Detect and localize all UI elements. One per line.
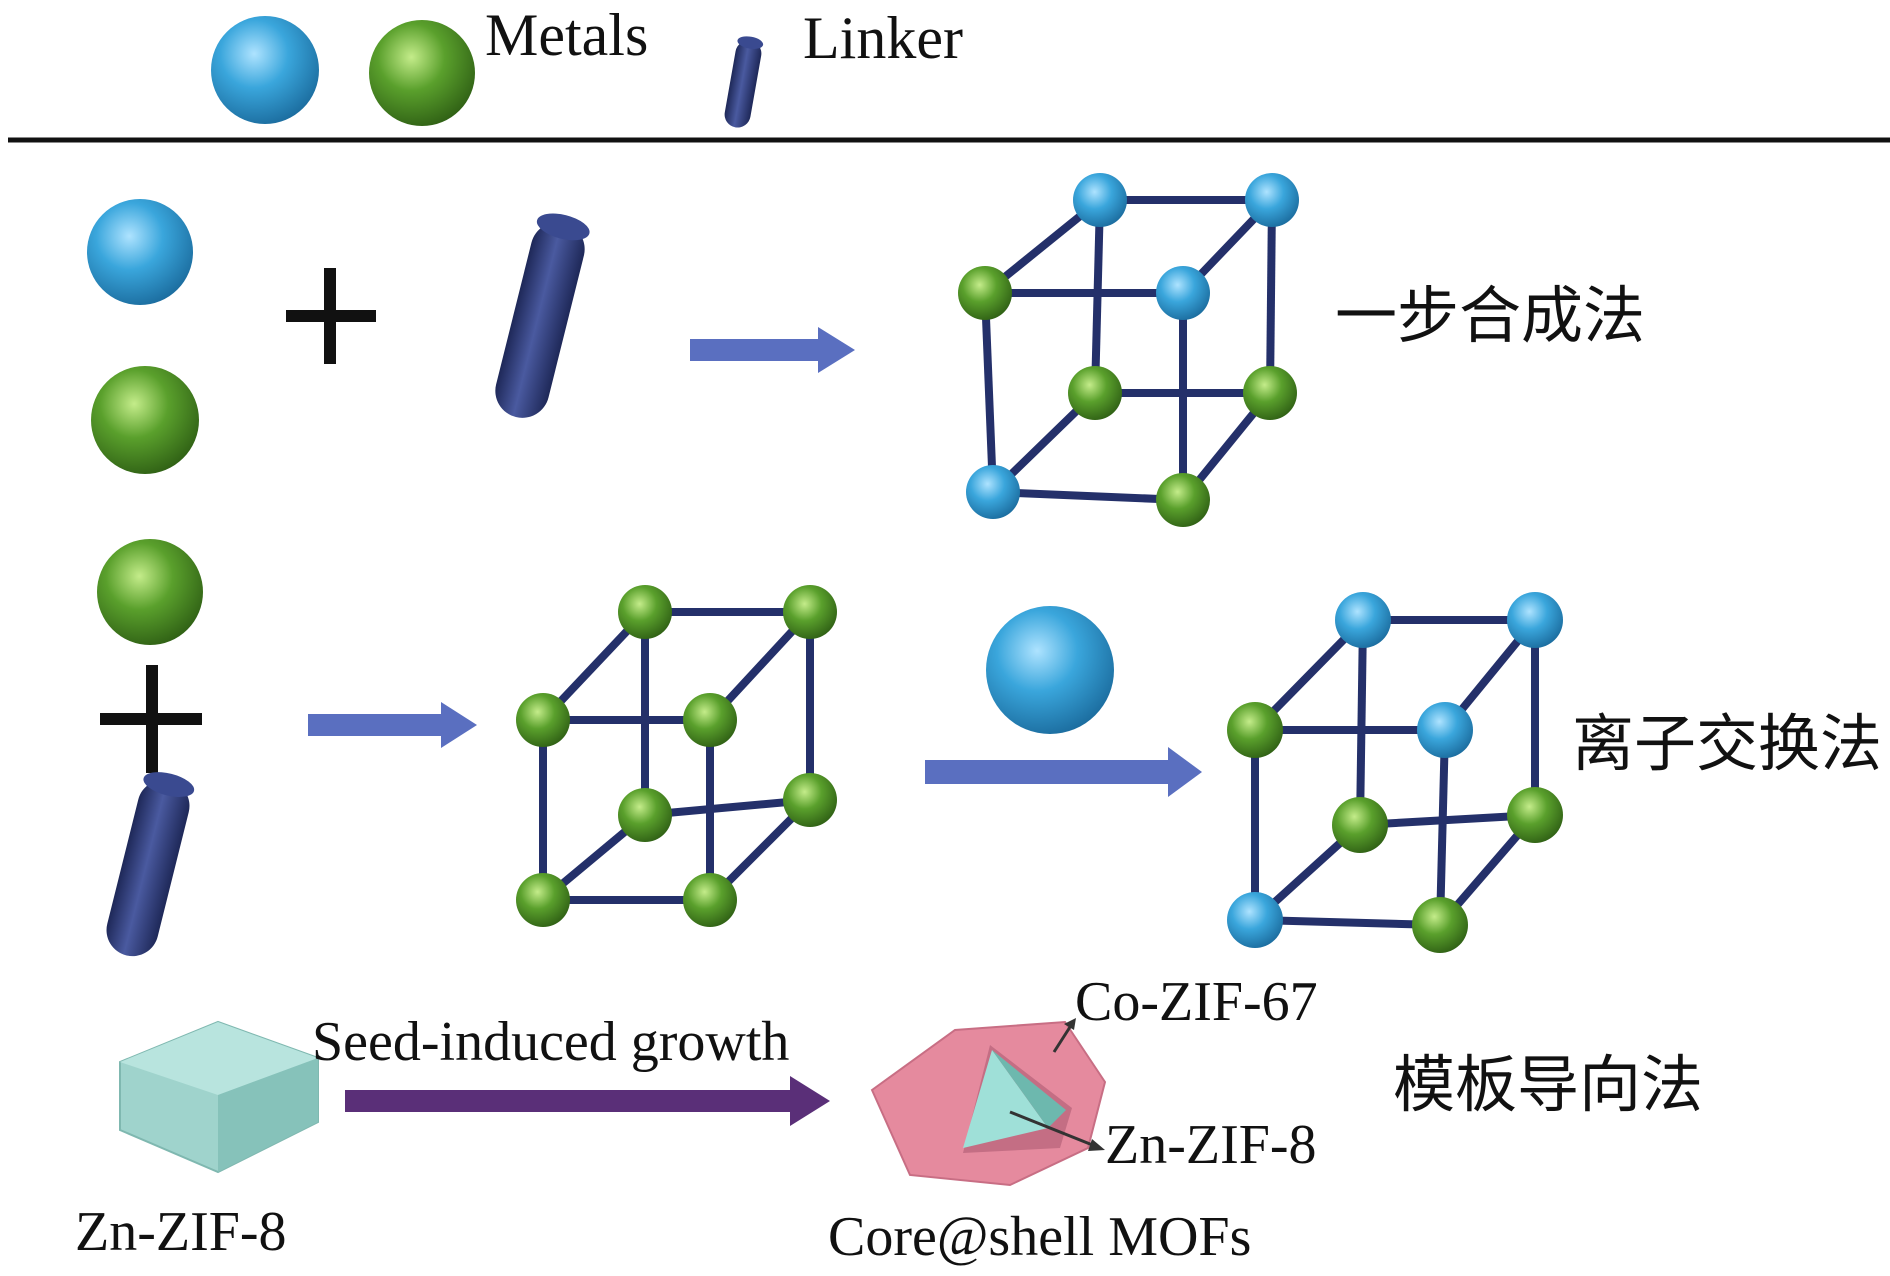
metals-label: Metals [485,2,648,68]
metal-green-node [1243,366,1297,420]
metal-green-node [516,693,570,747]
linker-legend-rod [724,36,764,128]
metal-green-node [618,585,672,639]
metal-green-node [783,773,837,827]
metal-green-node [683,693,737,747]
metal-blue-node [1335,592,1391,648]
ion-exchange-row: 离子交换法 [97,539,1882,957]
core-shell-crystal [870,1020,1107,1187]
one-step-method-label: 一步合成法 [1335,283,1645,351]
plus-sign [100,665,202,773]
metal-green-node [618,788,672,842]
metal-green-node [1507,787,1563,843]
shell-pointer [1052,1018,1076,1053]
growth-arrow-label: Seed-induced growth [312,1011,789,1073]
exchange-arrow [925,747,1202,797]
reaction-arrow [690,327,855,373]
metal-green-sphere [97,539,203,645]
linker-rod [106,772,195,957]
metal-green-sphere [91,366,199,474]
framework-nodes [516,585,837,927]
metal-green-node [1156,473,1210,527]
growth-arrow [345,1076,830,1126]
metal-green-node [516,873,570,927]
shell-label: Co-ZIF-67 [1075,971,1318,1033]
exchange-metal-blue-sphere [986,606,1114,734]
metal-blue-sphere [87,199,193,305]
ion-exchange-method-label: 离子交换法 [1572,711,1882,779]
framework-nodes [1227,592,1563,953]
green-metal-framework [539,608,814,904]
linker-label: Linker [803,5,963,71]
one-step-row: 一步合成法 [87,173,1645,527]
metal-green-node [683,873,737,927]
reaction-arrow [308,702,477,748]
template-method-label: 模板导向法 [1393,1052,1703,1120]
plus-sign [286,268,376,364]
seed-label: Zn-ZIF-8 [75,1201,287,1263]
mixed-metal-framework [981,196,1276,504]
metal-green-node [1068,366,1122,420]
metal-blue-node [1507,592,1563,648]
template-row: Zn-ZIF-8 Seed-induced growth Co-ZIF-67 Z… [75,971,1703,1268]
metal-green-node [1332,797,1388,853]
metal-green-node [1412,897,1468,953]
seed-crystal [119,1020,319,1174]
metal-blue-node [1227,892,1283,948]
core-pointer [1009,1110,1105,1151]
metal-blue-node [1073,173,1127,227]
framework-nodes [958,173,1299,527]
metal-blue-node [1245,173,1299,227]
metal-green-node [783,585,837,639]
product-label: Core@shell MOFs [828,1206,1251,1268]
metal-green-node [958,266,1012,320]
metal-green-node [1227,702,1283,758]
core-label: Zn-ZIF-8 [1105,1114,1317,1176]
metal-blue-node [1417,702,1473,758]
metal-blue-legend-sphere [211,16,319,124]
legend: Metals Linker [211,2,963,128]
metal-blue-node [1156,266,1210,320]
exchanged-framework [1251,616,1539,929]
metal-blue-node [966,465,1020,519]
metal-green-legend-sphere [369,20,475,126]
linker-rod [495,213,590,418]
